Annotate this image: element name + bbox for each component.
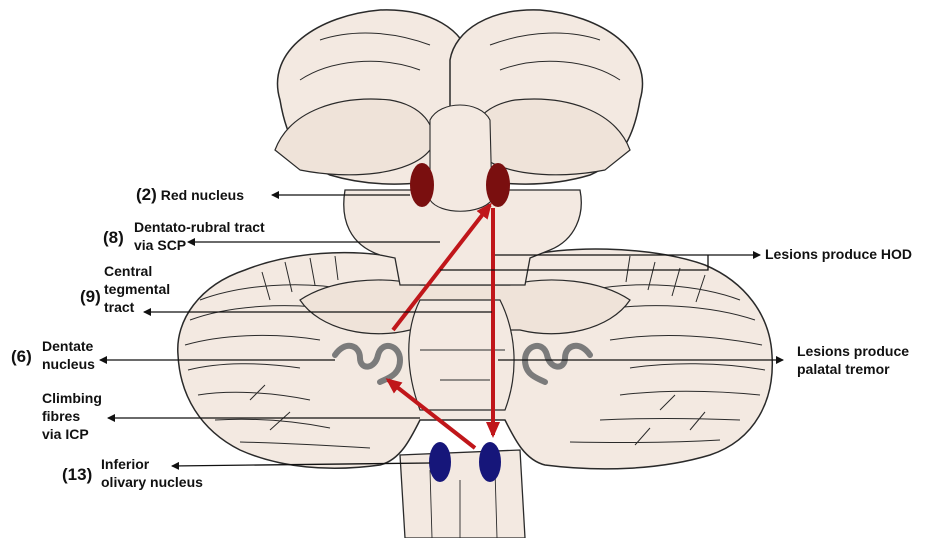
climbing-fibres-line2: fibres: [42, 407, 102, 425]
climbing-fibres-line1: Climbing: [42, 389, 102, 407]
dentato-rubral-line1: Dentato-rubral tract: [134, 218, 265, 236]
label-inferior-olivary: Inferior olivary nucleus: [101, 455, 203, 491]
climbing-fibres-line3: via ICP: [42, 425, 102, 443]
inferior-olivary-line2: olivary nucleus: [101, 473, 203, 491]
red-nucleus-text: Red nucleus: [161, 187, 244, 203]
olivary-nucleus-right: [479, 442, 501, 482]
red-nucleus-left: [410, 163, 434, 207]
label-central-tegmental: Central tegmental tract: [104, 262, 170, 316]
hod-text: Lesions produce HOD: [765, 246, 912, 262]
dentato-rubral-line2: via SCP: [134, 236, 265, 254]
label-dentato-rubral: Dentato-rubral tract via SCP: [134, 218, 265, 254]
dentate-line2: nucleus: [42, 355, 95, 373]
central-tegmental-number: (9): [80, 287, 101, 307]
red-nucleus-number: (2): [136, 185, 157, 204]
olivary-number: (13): [62, 465, 92, 485]
dentate-line1: Dentate: [42, 337, 95, 355]
label-dentate: Dentate nucleus: [42, 337, 95, 373]
palatal-tremor-line2: palatal tremor: [797, 360, 909, 378]
label-hod: Lesions produce HOD: [765, 246, 912, 263]
inferior-olivary-line1: Inferior: [101, 455, 203, 473]
central-tegmental-line1: Central: [104, 262, 170, 280]
dentato-rubral-number: (8): [103, 228, 124, 248]
central-tegmental-line3: tract: [104, 298, 170, 316]
olivary-nucleus-left: [429, 442, 451, 482]
midbrain-center: [430, 105, 492, 211]
dentate-number: (6): [11, 347, 32, 367]
label-climbing-fibres: Climbing fibres via ICP: [42, 389, 102, 443]
red-nucleus-right: [486, 163, 510, 207]
central-tegmental-line2: tegmental: [104, 280, 170, 298]
label-palatal-tremor: Lesions produce palatal tremor: [797, 342, 909, 378]
label-red-nucleus: (2)Red nucleus: [136, 186, 244, 204]
fourth-ventricle: [409, 300, 514, 410]
palatal-tremor-line1: Lesions produce: [797, 342, 909, 360]
